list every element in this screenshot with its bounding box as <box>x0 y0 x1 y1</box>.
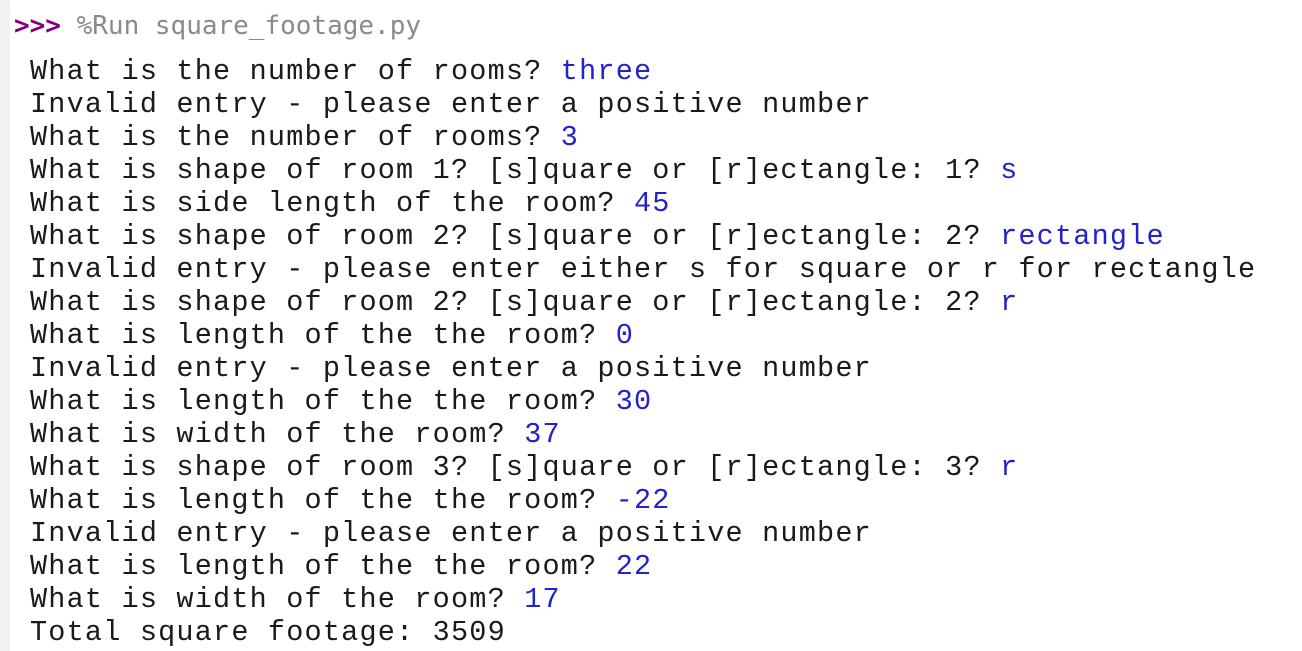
output-line: What is length of the the room? -22 <box>30 484 1302 517</box>
total-line: Total square footage: 3509 <box>30 616 1302 649</box>
user-input: 45 <box>634 187 671 220</box>
prompt-text: Invalid entry - please enter either s fo… <box>30 253 1257 286</box>
prompt-text: What is length of the the room? <box>30 319 616 352</box>
user-input: 0 <box>615 319 635 352</box>
output-line: What is shape of room 3? [s]quare or [r]… <box>30 451 1302 484</box>
user-input: rectangle <box>1000 220 1165 253</box>
user-input: r <box>1000 451 1019 484</box>
prompt-text: What is width of the room? <box>30 583 525 616</box>
output-line: What is length of the the room? 0 <box>30 319 1302 352</box>
prompt-text: Invalid entry - please enter a positive … <box>30 88 872 121</box>
user-input: 17 <box>524 583 561 616</box>
prompt-text: What is shape of room 3? [s]quare or [r]… <box>30 451 1001 484</box>
program-output[interactable]: What is the number of rooms? three Inval… <box>30 55 1302 649</box>
user-input: 37 <box>524 418 561 451</box>
prompt-text: What is shape of room 1? [s]quare or [r]… <box>30 154 1001 187</box>
user-input: s <box>1000 154 1019 187</box>
user-input: 30 <box>615 385 653 418</box>
output-line: What is width of the room? 37 <box>30 418 1302 451</box>
output-line: Invalid entry - please enter a positive … <box>30 517 1302 550</box>
prompt-text: What is side length of the room? <box>30 187 634 220</box>
output-line: What is side length of the room? 45 <box>30 187 1302 220</box>
output-line: Invalid entry - please enter a positive … <box>30 88 1302 121</box>
output-line: What is length of the the room? 22 <box>30 550 1302 583</box>
run-command-text: %Run square_footage.py <box>60 11 421 41</box>
prompt-text: Invalid entry - please enter a positive … <box>30 352 872 385</box>
user-input: 22 <box>615 550 653 583</box>
prompt-text: What is the number of rooms? <box>30 55 561 88</box>
user-input: three <box>560 55 653 88</box>
output-line: What is shape of room 2? [s]quare or [r]… <box>30 286 1302 319</box>
output-line: What is shape of room 2? [s]quare or [r]… <box>30 220 1302 253</box>
shell-prompt: >>> <box>14 11 61 41</box>
prompt-text: What is length of the the room? <box>30 385 616 418</box>
output-line: Invalid entry - please enter a positive … <box>30 352 1302 385</box>
run-command-line: >>> %Run square_footage.py <box>14 8 421 44</box>
user-input: r <box>1000 286 1019 319</box>
prompt-text: What is length of the the room? <box>30 484 616 517</box>
output-line: What is width of the room? 17 <box>30 583 1302 616</box>
prompt-text: Invalid entry - please enter a positive … <box>30 517 872 550</box>
prompt-text: What is width of the room? <box>30 418 525 451</box>
console-gutter <box>0 0 10 651</box>
output-line: What is length of the the room? 30 <box>30 385 1302 418</box>
output-line: What is the number of rooms? 3 <box>30 121 1302 154</box>
prompt-text: What is length of the the room? <box>30 550 616 583</box>
output-line: Invalid entry - please enter either s fo… <box>30 253 1302 286</box>
output-line: What is shape of room 1? [s]quare or [r]… <box>30 154 1302 187</box>
output-line: What is the number of rooms? three <box>30 55 1302 88</box>
user-input: -22 <box>615 484 671 517</box>
user-input: 3 <box>560 121 580 154</box>
total-square-footage: Total square footage: 3509 <box>30 616 506 649</box>
prompt-text: What is shape of room 2? [s]quare or [r]… <box>30 220 1001 253</box>
prompt-text: What is shape of room 2? [s]quare or [r]… <box>30 286 1001 319</box>
prompt-text: What is the number of rooms? <box>30 121 561 154</box>
